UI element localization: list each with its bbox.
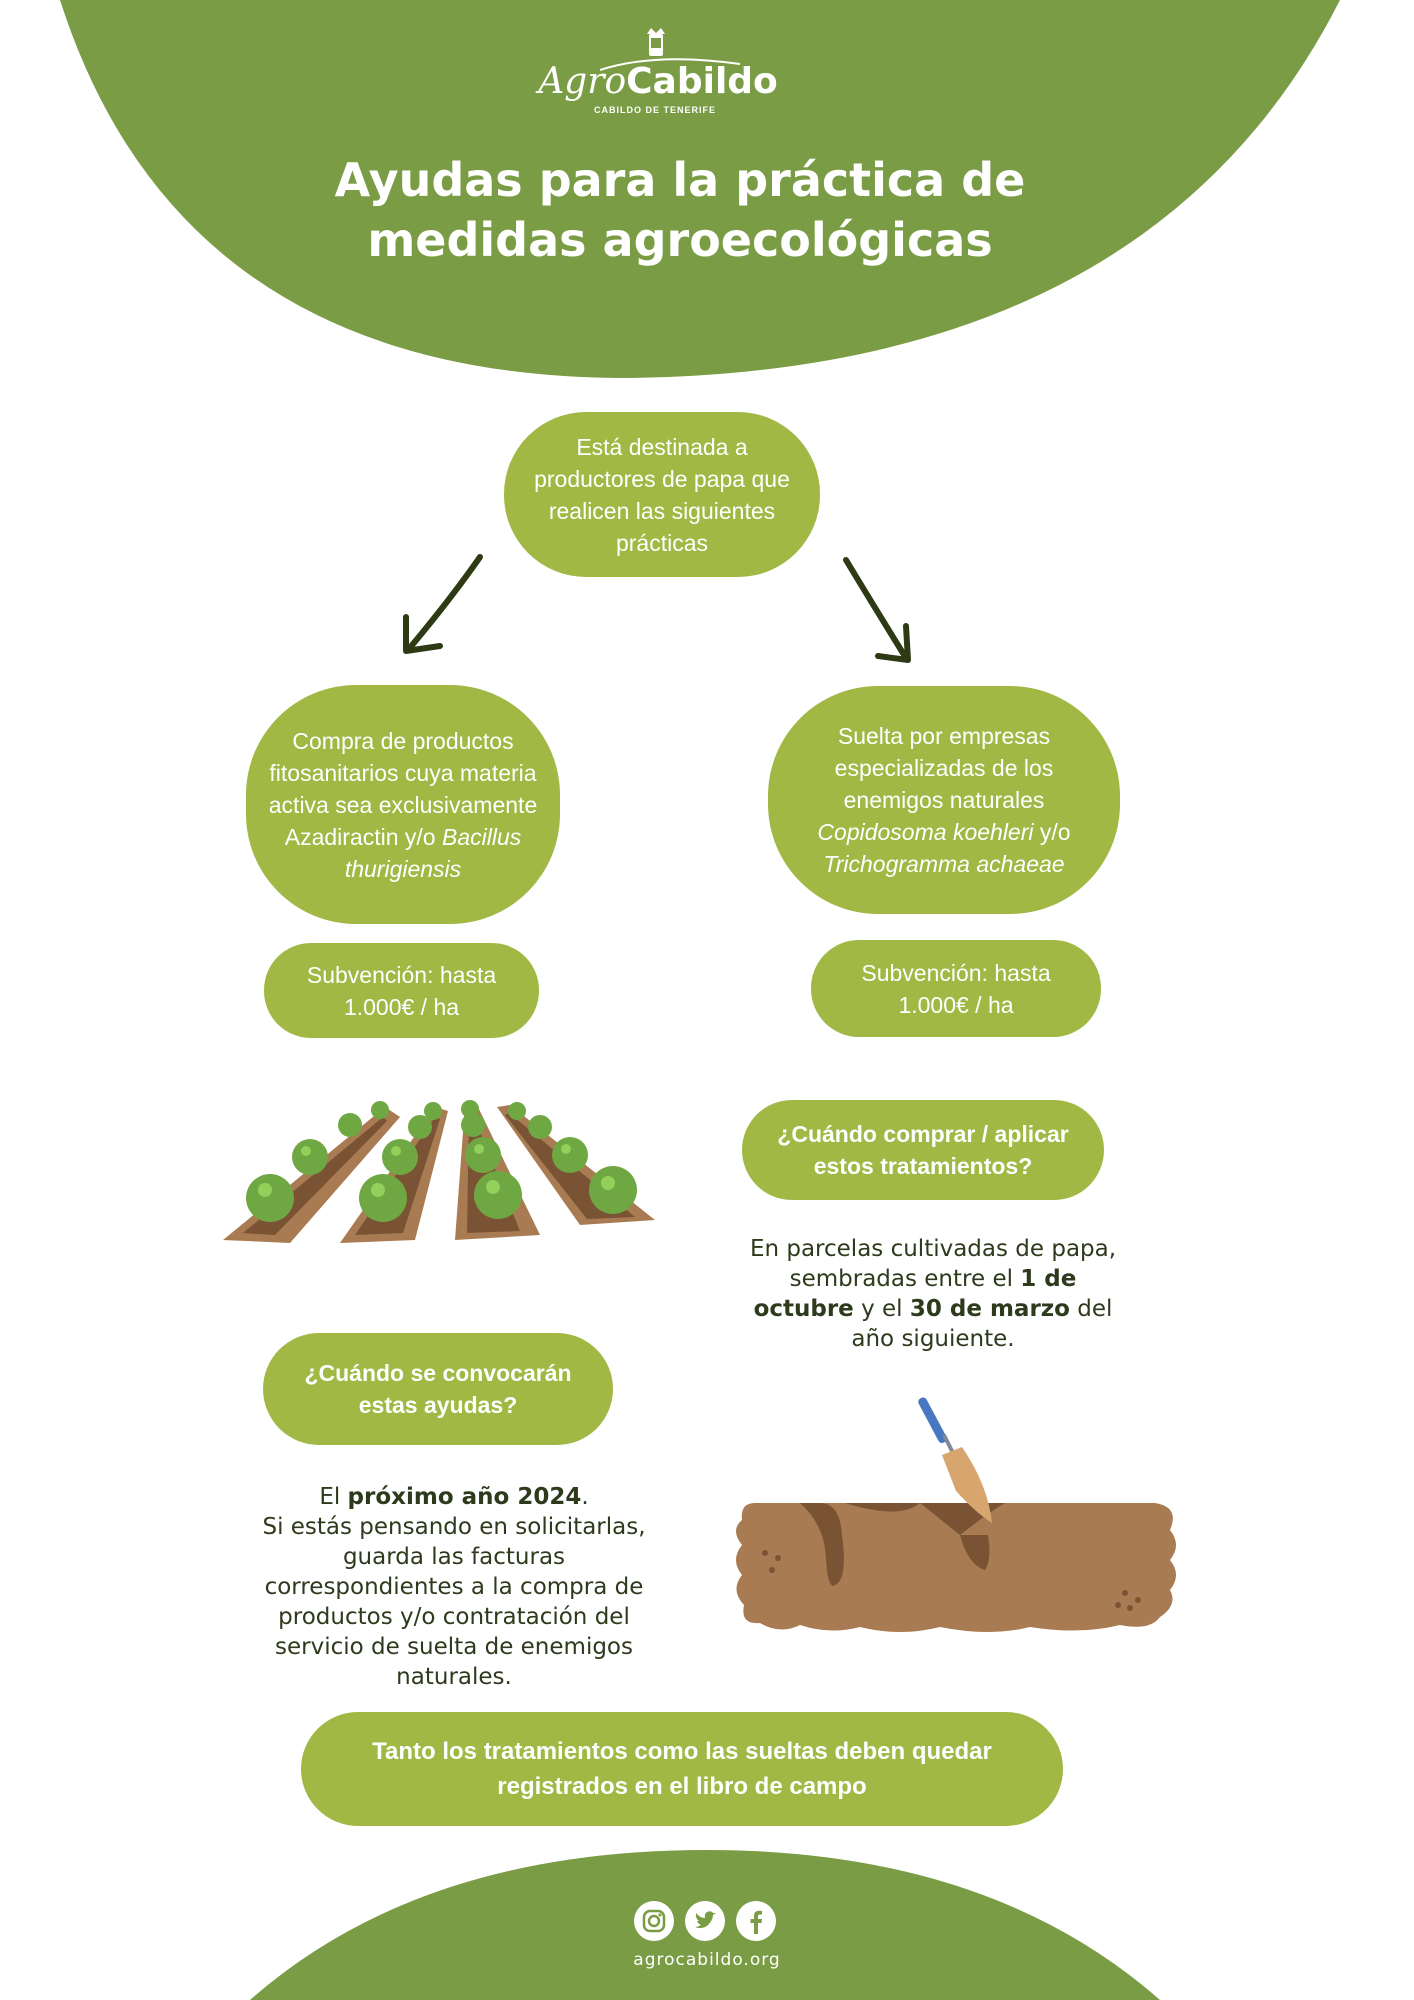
crop-rows-illustration xyxy=(223,1100,655,1243)
option-right-line-4b: y/o xyxy=(1033,819,1071,845)
option-left-line-2: fitosanitarios cuya materia xyxy=(269,759,537,786)
instagram-icon[interactable] xyxy=(634,1901,674,1941)
when-apply-question: ¿Cuándo comprar / aplicar estos tratamie… xyxy=(742,1100,1104,1200)
when-apply-answer-line-3: octubre y el 30 de marzo del xyxy=(700,1294,1166,1324)
logo-crown-icon xyxy=(599,28,741,71)
when-call-answer-line-3: guarda las facturas xyxy=(342,1544,566,1570)
option-left-line-5: thurigiensis xyxy=(344,855,462,882)
arrow-right-icon xyxy=(843,557,911,663)
subsidy-right-line-2: 1.000€ / ha xyxy=(898,991,1014,1018)
option-right-line-4a: Copidosoma koehleri xyxy=(817,819,1034,845)
page-title: Ayudas para la práctica de medidas agroe… xyxy=(250,150,1110,270)
option-right-line-1: Suelta por empresas xyxy=(837,723,1051,749)
answer-line-3b: y el xyxy=(853,1296,910,1322)
when-apply-question-line-1: ¿Cuándo comprar / aplicar xyxy=(777,1121,1069,1147)
option-left-box: Compra de productos fitosanitarios cuya … xyxy=(246,685,560,924)
option-right-line-5: Trichogramma achaeae xyxy=(823,851,1065,877)
subsidy-left-line-1: Subvención: hasta xyxy=(306,961,497,988)
subsidy-right-badge: Subvención: hasta 1.000€ / ha xyxy=(811,940,1101,1037)
agrocabildo-logo: AgroCabildo CABILDO DE TENERIFE xyxy=(530,22,780,122)
option-right-box: Suelta por empresas especializadas de lo… xyxy=(768,686,1120,914)
when-call-answer-line-5: productos y/o contratación del xyxy=(278,1604,630,1630)
answer-line-3d: del xyxy=(1069,1296,1113,1322)
header-background xyxy=(60,0,1340,378)
option-left-line-4a: Azadiractin y/o xyxy=(284,823,442,850)
logo-text-cabildo: Cabildo xyxy=(626,61,778,102)
facebook-icon[interactable] xyxy=(736,1901,776,1941)
when-call-answer-line-2: Si estás pensando en solicitarlas, xyxy=(262,1514,646,1540)
answer-line-3a: octubre xyxy=(753,1296,854,1322)
call-line-1c: . xyxy=(581,1484,589,1510)
when-apply-answer-line-1: En parcelas cultivadas de papa, xyxy=(749,1236,1117,1262)
subsidy-right-line-1: Subvención: hasta xyxy=(861,959,1051,986)
when-apply-question-line-2: estos tratamientos? xyxy=(813,1153,1033,1179)
option-right-line-3: enemigos naturales xyxy=(843,787,1045,813)
subsidy-left-line-2: 1.000€ / ha xyxy=(343,993,460,1020)
when-apply-answer-line-4: año siguiente. xyxy=(851,1326,1015,1352)
when-call-question-line-2: estas ayudas? xyxy=(358,1392,518,1418)
subsidy-left-badge: Subvención: hasta 1.000€ / ha xyxy=(264,943,539,1038)
website-link[interactable]: agrocabildo.org xyxy=(633,1950,781,1970)
note-line-2: registrados en el libro de campo xyxy=(497,1773,867,1800)
intro-line-4: prácticas xyxy=(615,529,709,556)
title-line-2: medidas agroecológicas xyxy=(367,213,993,267)
when-call-answer: El próximo año 2024. Si estás pensando e… xyxy=(230,1482,678,1692)
logo-text-agro: Agro xyxy=(538,61,627,102)
field-book-note: Tanto los tratamientos como las sueltas … xyxy=(301,1712,1063,1826)
when-apply-answer-line-2: sembradas entre el 1 de xyxy=(700,1264,1166,1294)
answer-line-2a: sembradas entre el xyxy=(789,1266,1021,1292)
when-call-answer-line-4: correspondientes a la compra de xyxy=(264,1574,644,1600)
soil-trowel-illustration xyxy=(736,1397,1176,1632)
arrow-left-icon xyxy=(403,554,483,654)
option-right-line-2: especializadas de los xyxy=(834,755,1054,781)
intro-box: Está destinada a productores de papa que… xyxy=(504,412,820,577)
intro-line-3: realicen las siguientes xyxy=(548,497,776,524)
when-apply-answer: En parcelas cultivadas de papa, sembrada… xyxy=(700,1234,1166,1354)
option-left-line-4b: Bacillus xyxy=(441,823,522,850)
option-right-line-4: Copidosoma koehleri y/o xyxy=(817,816,1070,848)
twitter-icon[interactable] xyxy=(685,1901,725,1941)
when-call-answer-line-7: naturales. xyxy=(396,1664,512,1690)
title-line-1: Ayudas para la práctica de xyxy=(334,153,1026,207)
when-call-answer-line-1: El próximo año 2024. xyxy=(230,1482,678,1512)
answer-line-3c: 30 de marzo xyxy=(909,1296,1070,1322)
intro-line-2: productores de papa que xyxy=(534,465,790,492)
when-call-question: ¿Cuándo se convocarán estas ayudas? xyxy=(263,1333,613,1445)
logo-subtitle: CABILDO DE TENERIFE xyxy=(593,105,716,115)
option-left-line-4: Azadiractin y/o Bacillus xyxy=(269,821,537,853)
note-line-1: Tanto los tratamientos como las sueltas … xyxy=(372,1738,992,1765)
call-line-1a: El xyxy=(319,1484,348,1510)
call-line-1b: próximo año 2024 xyxy=(347,1484,582,1510)
answer-line-2b: 1 de xyxy=(1020,1266,1077,1292)
option-left-line-1: Compra de productos xyxy=(292,727,514,754)
when-call-question-line-1: ¿Cuándo se convocarán xyxy=(304,1360,572,1386)
option-left-line-3: activa sea exclusivamente xyxy=(268,791,538,818)
when-call-answer-line-6: servicio de suelta de enemigos xyxy=(275,1634,633,1660)
intro-line-1: Está destinada a xyxy=(576,433,748,460)
